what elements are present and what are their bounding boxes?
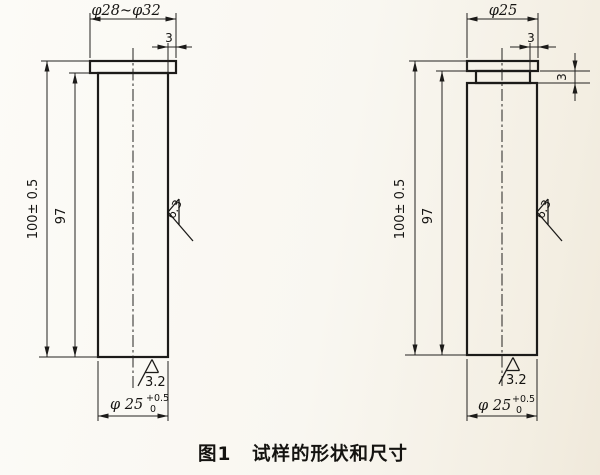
right-bottom-roughness-label: 3.2: [506, 373, 527, 388]
right-total-height-label: 100± 0.5: [393, 179, 408, 240]
left-cap-overhang-label: 3: [165, 31, 173, 45]
figure-number: 图1: [198, 444, 231, 465]
right-groove-depth-dimension: 3: [510, 31, 556, 71]
right-shaft-height-dimension: 97: [421, 70, 476, 355]
left-bottom-roughness-label: 3.2: [145, 375, 166, 390]
right-bottom-tolerance-upper: +0.5: [512, 394, 535, 405]
right-groove-height-dimension: 3: [532, 53, 590, 101]
right-groove-height-label: 3: [555, 73, 569, 81]
right-total-height-dimension: 100± 0.5: [393, 60, 467, 356]
left-bottom-tolerance-lower: 0: [150, 404, 156, 415]
right-specimen: φ25 3 3 100± 0.5: [393, 3, 590, 421]
left-top-diameter-label: φ28~φ32: [91, 3, 160, 19]
left-top-diameter-dimension: φ28~φ32: [89, 3, 177, 58]
left-bottom-diameter-dimension: φ 25 +0.5 0: [97, 361, 169, 421]
right-bottom-roughness-symbol: 3.2: [498, 357, 527, 388]
left-shaft-height-dimension: 97: [54, 72, 98, 357]
right-top-diameter-label: φ25: [489, 3, 518, 19]
left-side-roughness-symbol: 6.3: [164, 198, 194, 242]
left-cap-overhang-dimension: 3: [152, 31, 192, 73]
left-bottom-roughness-symbol: 3.2: [137, 359, 166, 390]
left-bottom-diameter-label: φ 25: [110, 397, 143, 413]
left-total-height-label: 100± 0.5: [26, 179, 41, 240]
left-total-height-dimension: 100± 0.5: [26, 60, 98, 358]
left-bottom-tolerance-upper: +0.5: [146, 393, 169, 404]
right-bottom-tolerance-lower: 0: [516, 405, 522, 416]
right-groove-depth-label: 3: [527, 31, 535, 45]
right-side-roughness-symbol: 6.3: [533, 198, 563, 242]
figure-caption: 图1 试样的形状和尺寸: [198, 443, 408, 465]
right-shaft-height-label: 97: [421, 208, 436, 225]
right-bottom-diameter-dimension: φ 25 +0.5 0: [466, 359, 538, 421]
left-specimen: φ28~φ32 3 100± 0.5 97: [26, 3, 194, 421]
right-bottom-diameter-label: φ 25: [478, 398, 511, 414]
right-body-outline: [465, 81, 539, 357]
right-neck-outline: [474, 69, 532, 85]
left-shaft-height-label: 97: [54, 208, 69, 225]
right-top-diameter-dimension: φ25: [466, 3, 539, 58]
figure-title: 试样的形状和尺寸: [252, 443, 408, 465]
